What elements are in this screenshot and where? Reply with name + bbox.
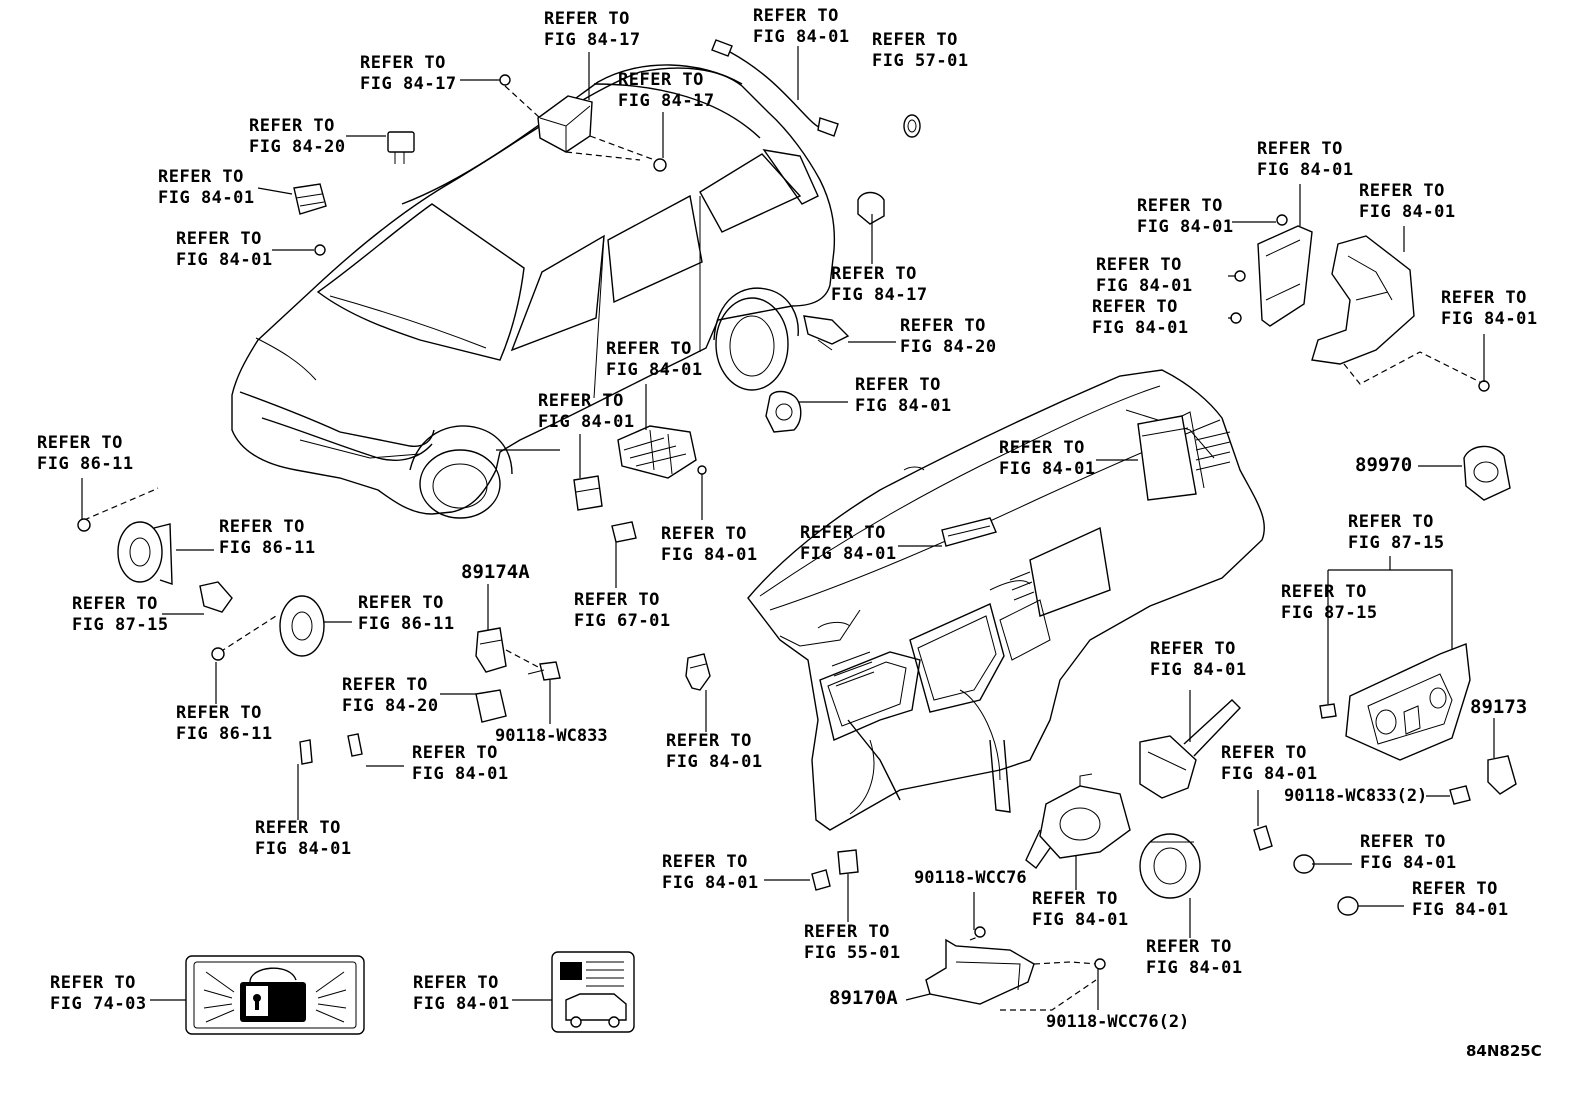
mounting-frame [1311,235,1415,365]
battery-vehicle-label-icon [551,951,635,1033]
part-number-90118-wc833-2: 90118-WC833(2) [1284,786,1428,806]
components [77,39,1517,1011]
part-number-89970: 89970 [1355,454,1413,476]
steering-column-switch [1039,785,1131,859]
sensor-89174A [475,627,507,673]
part-number-89174A: 89174A [461,561,530,583]
part-number-90118-wc833: 90118-WC833 [495,726,608,746]
switch [293,183,327,215]
spiral-cable [1139,833,1201,899]
part-number-89173: 89173 [1470,696,1528,718]
sensor-89970 [1463,445,1511,501]
sensor [765,390,802,433]
sensor-89173 [1487,755,1517,795]
leader-lines [81,46,1495,1010]
combination-switch [1139,735,1197,799]
horn [117,521,163,583]
ecu-module [1137,415,1197,501]
part-number-90118-wcc76: 90118-WCC76 [914,868,1027,888]
part-number-89170A: 89170A [829,987,898,1009]
airbag-sensor-assembly [925,938,1035,1005]
part-number-90118-wcc76-2: 90118-WCC76(2) [1046,1012,1190,1032]
lock-warning-label-icon [185,955,365,1035]
relay [387,131,415,153]
grommet [903,114,921,138]
bracket [1257,225,1313,327]
diagram-code: 84N825C [1466,1042,1542,1060]
roof-module [537,95,593,153]
window-switch [617,425,697,479]
instrument-panel [747,369,1265,831]
climate-control-panel [1345,643,1471,761]
vehicle-outline [231,64,836,519]
